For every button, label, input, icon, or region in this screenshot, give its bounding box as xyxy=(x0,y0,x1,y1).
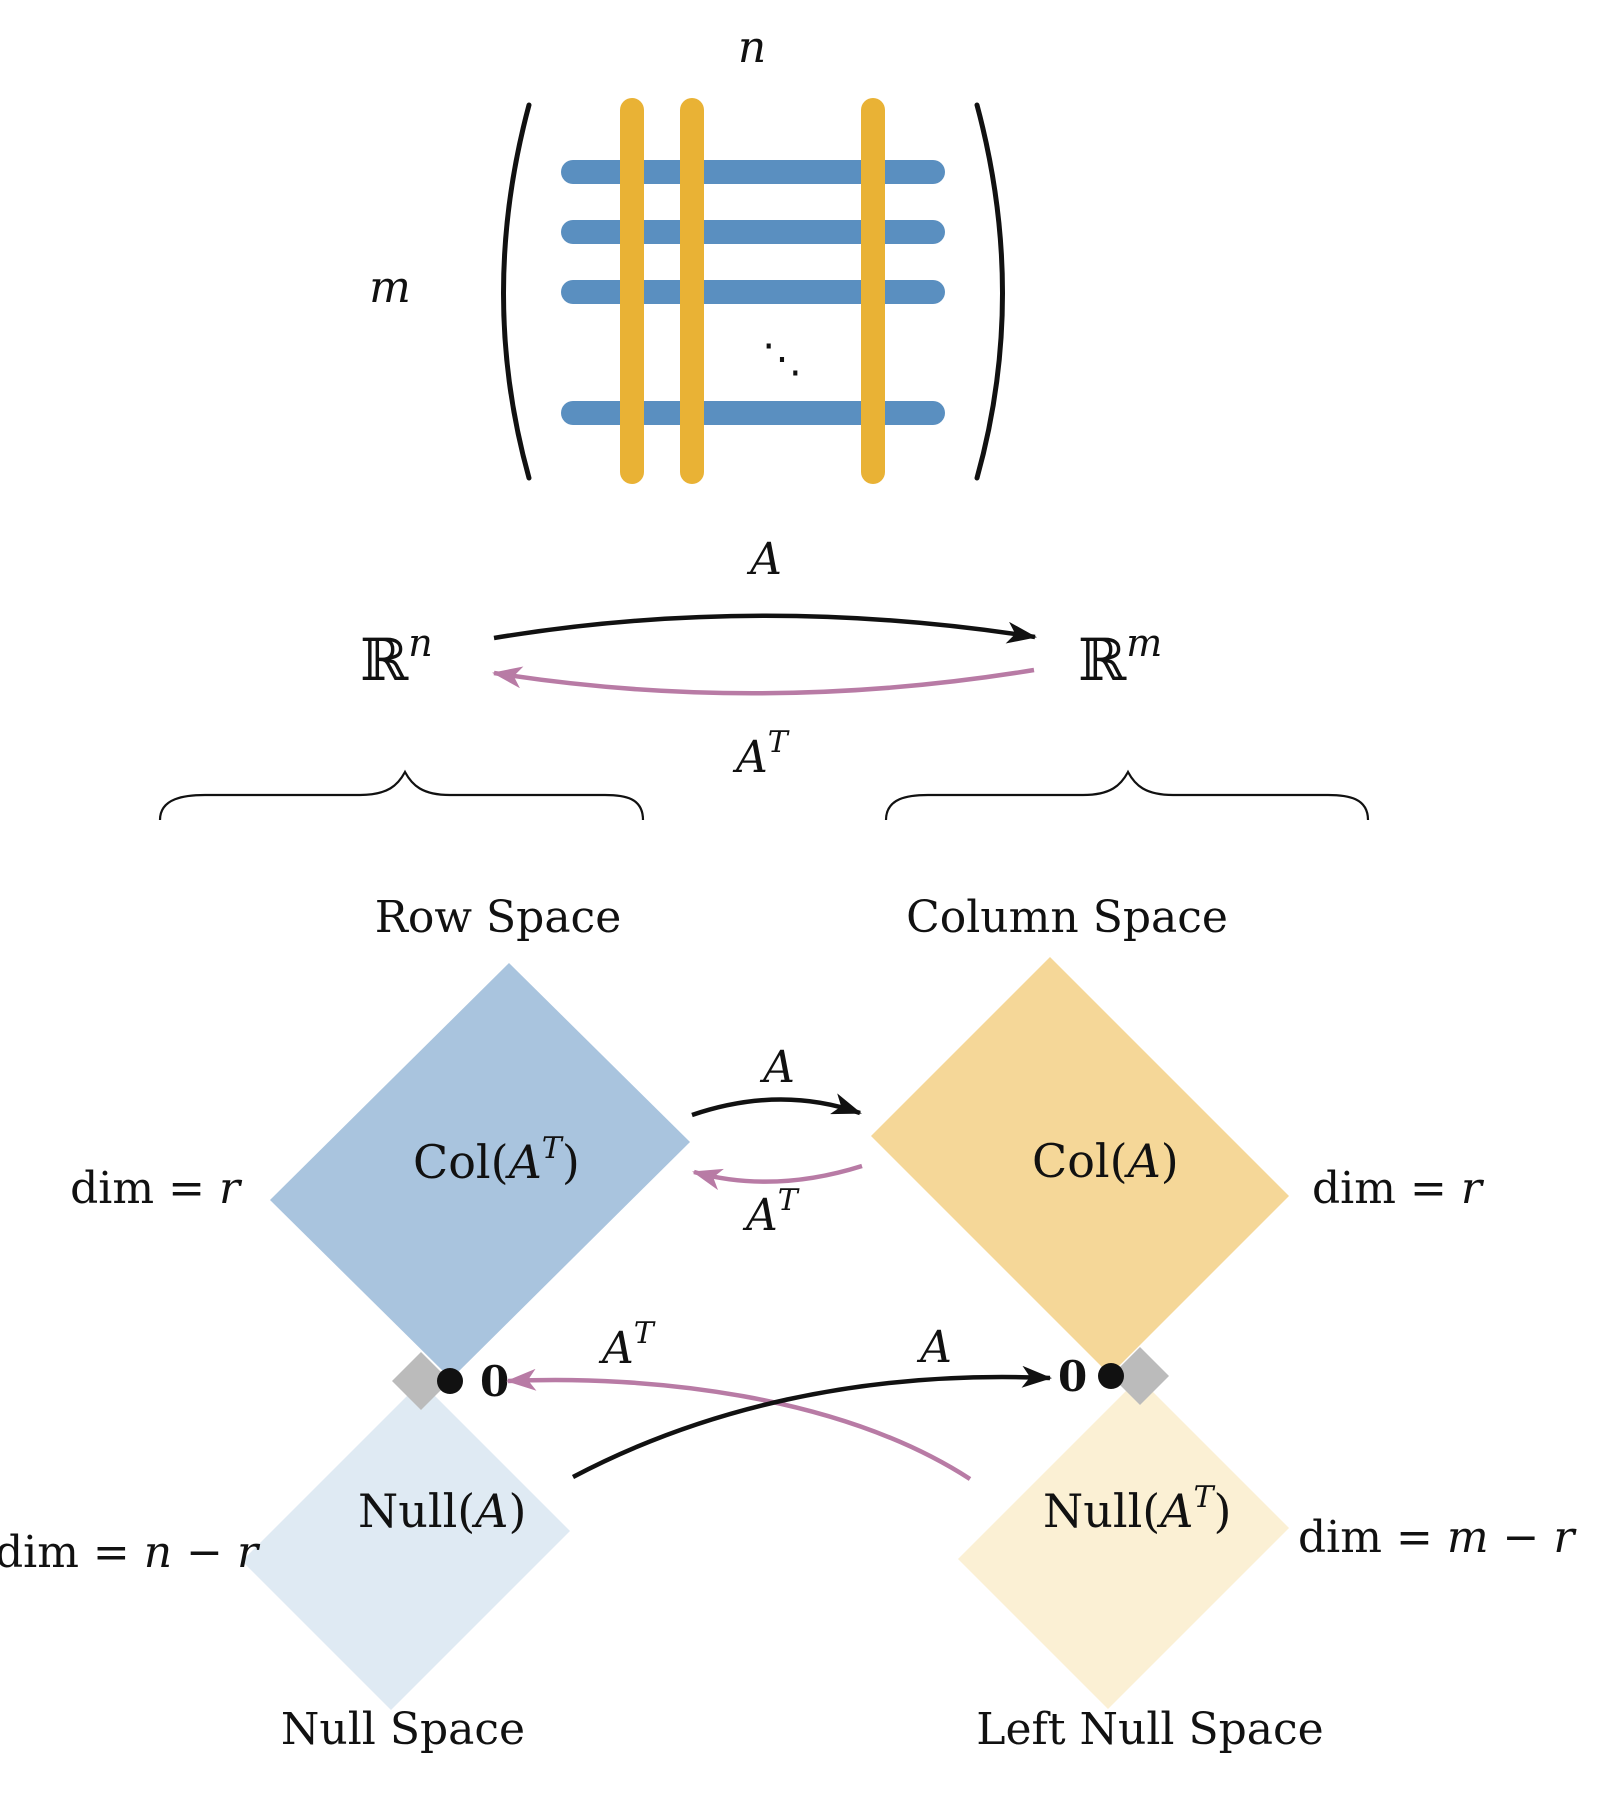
left-zero-group: 0 xyxy=(392,1352,509,1410)
top-map: ℝn ℝm A AT xyxy=(360,534,1162,783)
column-space-diamond xyxy=(871,957,1289,1375)
left-brace xyxy=(158,769,645,821)
row-space-diamond xyxy=(270,963,690,1379)
null-to-zero-arrow xyxy=(571,1365,1052,1479)
col-inner-pre: Col( xyxy=(1032,1134,1128,1188)
row-inner-pre: Col( xyxy=(413,1135,509,1189)
top-back-sup: T xyxy=(768,725,790,760)
codomain-base: ℝ xyxy=(1078,626,1127,694)
col-dim-value: r xyxy=(1461,1163,1485,1214)
mid-back-var: A xyxy=(742,1190,778,1241)
left-zero-square xyxy=(392,1352,450,1410)
top-forward-arrow xyxy=(493,613,1037,644)
matrix-m-label: m xyxy=(369,262,411,313)
row-space-inner-label: Col(AT) xyxy=(413,1131,580,1189)
row-inner-post: ) xyxy=(562,1135,580,1189)
mid-forward-label: A xyxy=(759,1042,795,1093)
matrix: n m ⋱ xyxy=(369,22,1005,484)
null-space-diamond xyxy=(242,1382,570,1710)
row-inner-sup: T xyxy=(542,1131,564,1166)
domain-space-label: ℝn xyxy=(360,621,433,694)
left-zero-label: 0 xyxy=(480,1357,509,1406)
lnull-dim-value: m − r xyxy=(1447,1512,1578,1563)
row-space-title: Row Space xyxy=(375,892,622,943)
null-space-inner-label: Null(A) xyxy=(358,1484,526,1538)
mid-back-sup: T xyxy=(778,1183,800,1218)
domain-exponent: n xyxy=(408,621,432,665)
right-zero-group: 0 xyxy=(1058,1347,1169,1405)
null-inner-pre: Null( xyxy=(358,1484,475,1538)
row-space-group: Row Space Col(AT) dim = r xyxy=(70,892,690,1379)
top-back-var: A xyxy=(732,732,768,783)
left-null-space-diamond xyxy=(958,1378,1289,1709)
left-null-to-zero-arrow xyxy=(506,1368,972,1481)
left-null-space-inner-label: Null(AT) xyxy=(1043,1480,1231,1538)
null-inner-post: ) xyxy=(508,1484,526,1538)
null-dim-prefix: dim = xyxy=(0,1527,144,1578)
left-null-space-title: Left Null Space xyxy=(976,1704,1323,1755)
top-back-arrow xyxy=(492,666,1035,696)
right-zero-dot xyxy=(1098,1363,1124,1389)
lnull-arrow-sup: T xyxy=(634,1316,656,1351)
lnull-inner-sup: T xyxy=(1193,1480,1215,1515)
matrix-left-paren xyxy=(501,102,532,481)
lnull-inner-post: ) xyxy=(1214,1484,1232,1538)
lnull-arrow-var: A xyxy=(598,1323,634,1374)
mid-forward-arrow xyxy=(691,1093,862,1118)
column-space-inner-label: Col(A) xyxy=(1032,1134,1179,1188)
row-dim-value: r xyxy=(219,1163,243,1214)
null-to-zero-label: A xyxy=(916,1322,952,1373)
lnull-dim-prefix: dim = xyxy=(1298,1512,1447,1563)
mid-back-arrow xyxy=(692,1163,863,1191)
row-dim-prefix: dim = xyxy=(70,1163,219,1214)
null-dim-value: n − r xyxy=(144,1527,261,1578)
col-dim-prefix: dim = xyxy=(1312,1163,1461,1214)
matrix-columns xyxy=(620,98,885,484)
null-space-title: Null Space xyxy=(281,1704,525,1755)
mid-back-label: AT xyxy=(742,1183,800,1241)
left-null-space-dim: dim = m − r xyxy=(1298,1512,1577,1563)
column-space-dim: dim = r xyxy=(1312,1163,1485,1214)
row-inner-var: A xyxy=(505,1135,542,1189)
row-space-dim: dim = r xyxy=(70,1163,243,1214)
right-brace xyxy=(884,769,1370,821)
middle-maps: A AT xyxy=(691,1042,863,1241)
column-space-group: Column Space Col(A) dim = r xyxy=(871,892,1485,1375)
codomain-exponent: m xyxy=(1126,621,1162,665)
top-back-label: AT xyxy=(732,725,790,783)
matrix-right-paren xyxy=(974,102,1005,481)
zero-maps: AT A xyxy=(506,1316,1052,1481)
left-null-space-group: Null(AT) dim = m − r Left Null Space xyxy=(958,1378,1577,1755)
col-inner-post: ) xyxy=(1161,1134,1179,1188)
null-space-group: Null(A) dim = n − r Null Space xyxy=(0,1382,570,1755)
left-null-to-zero-label: AT xyxy=(598,1316,656,1374)
null-space-dim: dim = n − r xyxy=(0,1527,261,1578)
top-forward-label: A xyxy=(746,534,782,585)
left-zero-dot xyxy=(437,1368,463,1394)
right-zero-square xyxy=(1111,1347,1169,1405)
matrix-dots: ⋱ xyxy=(762,336,802,382)
null-inner-var: A xyxy=(471,1484,508,1538)
col-inner-var: A xyxy=(1124,1134,1161,1188)
column-space-title: Column Space xyxy=(906,892,1228,943)
domain-base: ℝ xyxy=(360,626,409,694)
lnull-inner-pre: Null( xyxy=(1043,1484,1160,1538)
codomain-space-label: ℝm xyxy=(1078,621,1162,694)
right-zero-label: 0 xyxy=(1058,1352,1087,1401)
matrix-n-label: n xyxy=(738,22,766,73)
lnull-inner-var: A xyxy=(1156,1484,1193,1538)
